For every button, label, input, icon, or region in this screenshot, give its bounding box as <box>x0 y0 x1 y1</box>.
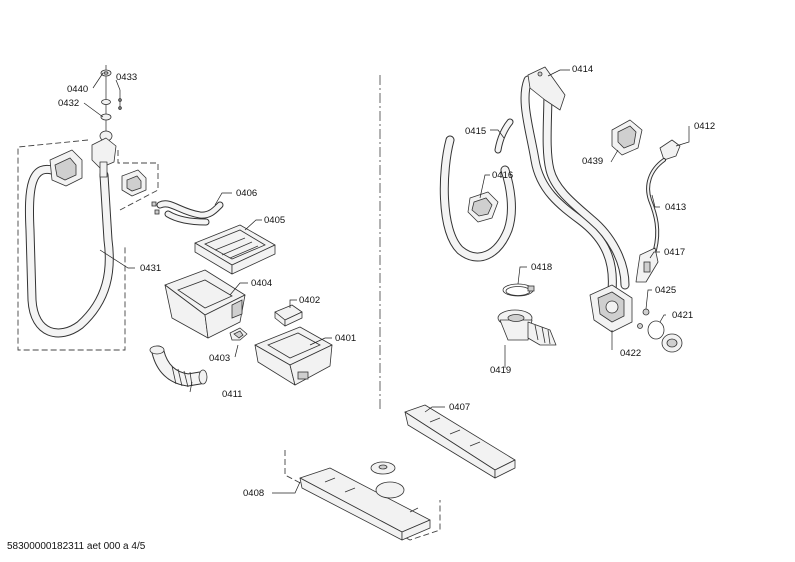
label-0405: 0405 <box>264 215 285 226</box>
label-0419: 0419 <box>490 365 511 376</box>
label-0432: 0432 <box>58 98 79 109</box>
base-plate <box>299 461 431 541</box>
dispenser-insert <box>274 304 303 327</box>
label-0407: 0407 <box>449 402 470 413</box>
label-0425: 0425 <box>655 285 676 296</box>
bellows-hose <box>149 345 208 388</box>
label-0431: 0431 <box>140 263 161 274</box>
base-frame <box>284 450 441 541</box>
part-labels: 0440 0433 0432 0406 0405 0431 0404 0402 … <box>58 64 715 499</box>
pump-seals <box>637 308 683 353</box>
detergent-drawer <box>254 326 333 386</box>
label-0404: 0404 <box>251 278 272 289</box>
label-0403: 0403 <box>209 353 230 364</box>
label-0411: 0411 <box>222 389 242 400</box>
label-0421: 0421 <box>672 310 693 321</box>
dispenser-cover <box>194 224 276 275</box>
label-0414: 0414 <box>572 64 593 75</box>
label-0412: 0412 <box>694 121 715 132</box>
pressure-switch <box>611 119 681 161</box>
label-0402: 0402 <box>299 295 320 306</box>
sump-bellows <box>497 309 557 346</box>
label-0433: 0433 <box>116 72 137 83</box>
label-0406: 0406 <box>236 188 257 199</box>
siphon-cap <box>229 327 248 341</box>
inlet-fittings <box>99 65 122 142</box>
base-bracket <box>404 404 516 479</box>
label-0416: 0416 <box>492 170 513 181</box>
label-0415: 0415 <box>465 126 486 137</box>
hose-frame <box>17 139 126 351</box>
label-0408: 0408 <box>243 488 264 499</box>
clamp-ring <box>502 283 535 297</box>
label-0418: 0418 <box>531 262 552 273</box>
label-0401: 0401 <box>335 333 356 344</box>
dispenser-housing <box>164 269 246 339</box>
drain-pump <box>589 284 633 333</box>
pressure-tube <box>646 158 666 252</box>
label-0413: 0413 <box>665 202 686 213</box>
label-0422: 0422 <box>620 348 641 359</box>
level-sensor <box>635 247 659 283</box>
suds-hose <box>439 118 516 262</box>
drain-hose <box>520 66 630 295</box>
label-0417: 0417 <box>664 247 685 258</box>
label-0440: 0440 <box>67 84 88 95</box>
leader-lines <box>83 69 690 494</box>
inlet-hose <box>24 137 117 338</box>
valve-connector <box>121 169 147 197</box>
connection-hoses <box>151 200 224 226</box>
document-id: 58300000182311 aet 000 a 4/5 <box>7 541 146 552</box>
label-0439: 0439 <box>582 156 603 167</box>
valve-frame <box>117 150 159 211</box>
